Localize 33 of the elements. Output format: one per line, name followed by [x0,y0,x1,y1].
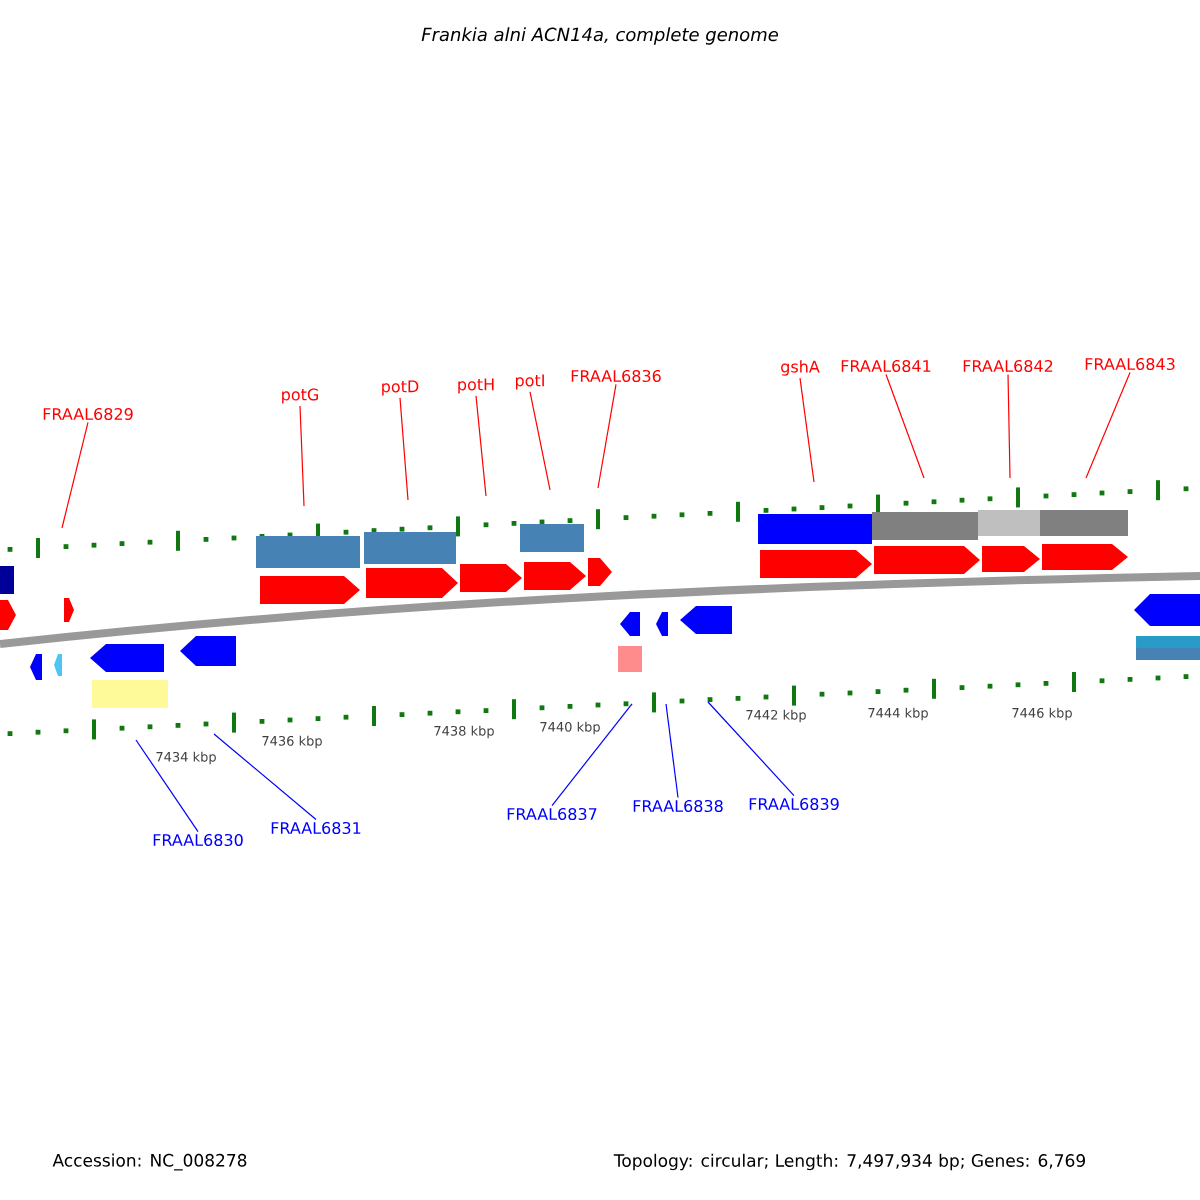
gene-label: potG [282,388,318,404]
leader-line [529,391,551,491]
leader-line [665,703,679,799]
leader-line [597,383,617,489]
leader-line [299,405,305,507]
gene-label: FRAAL6831 [271,821,361,835]
leader-line [1007,373,1011,479]
gene-label: FRAAL6837 [507,807,597,821]
leader-line [135,739,199,833]
gene-label: FRAAL6843 [1085,357,1175,371]
leader-line [213,733,317,821]
genome-info-text: Topology: circular; Length: 7,497,934 bp; Genes: 6,769 [613,1153,1085,1171]
leader-line [885,373,925,479]
leader-line [399,397,409,501]
leader-line [61,421,89,529]
gene-label: gshA [781,360,820,376]
leader-line [707,701,795,797]
gene-label: FRAAL6842 [963,359,1053,373]
gene-label: FRAAL6839 [749,797,839,811]
gene-label: FRAAL6830 [153,833,243,847]
leader-line [1085,371,1131,479]
gene-label: potH [458,378,494,394]
title: Frankia alni ACN14a, complete genome [421,27,778,45]
gene-label: FRAAL6838 [633,799,723,813]
gene-label: FRAAL6841 [841,359,931,373]
leader-line [475,395,487,497]
gene-label: potD [382,380,419,396]
gene-label: FRAAL6829 [43,407,133,421]
leader-line [551,703,633,807]
gene-label: potI [516,374,544,390]
gene-label: FRAAL6836 [571,369,661,383]
leader-line [799,377,815,483]
accession-text: Accession: NC_008278 [52,1153,247,1171]
